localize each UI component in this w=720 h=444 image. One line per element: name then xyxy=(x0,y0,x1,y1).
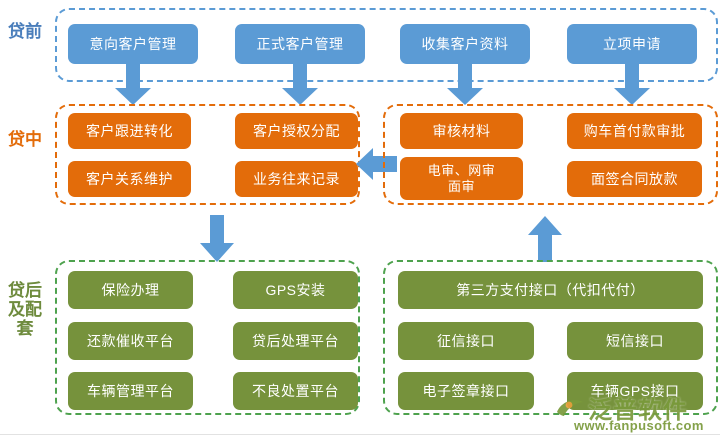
node-mid-right-2[interactable]: 购车首付款审批 xyxy=(567,113,702,149)
node-pre-2[interactable]: 正式客户管理 xyxy=(235,24,365,64)
node-post-right-wide[interactable]: 第三方支付接口（代扣代付） xyxy=(398,271,703,309)
node-post-right-4[interactable]: 车辆GPS接口 xyxy=(567,372,703,410)
stage-label-mid: 贷中 xyxy=(8,130,42,149)
node-post-left-2[interactable]: GPS安装 xyxy=(233,271,358,309)
bottom-divider xyxy=(0,434,720,435)
node-post-left-5[interactable]: 车辆管理平台 xyxy=(68,372,193,410)
node-mid-right-4[interactable]: 面签合同放款 xyxy=(567,161,702,197)
node-pre-3[interactable]: 收集客户资料 xyxy=(400,24,530,64)
arrow-mid-right-to-mid-left xyxy=(356,145,398,183)
panel-mid-right xyxy=(383,104,718,205)
arrow-pre-to-mid-2 xyxy=(280,62,320,106)
node-mid-left-4[interactable]: 业务往来记录 xyxy=(235,161,358,197)
node-post-right-1[interactable]: 征信接口 xyxy=(398,322,534,360)
node-mid-left-2[interactable]: 客户授权分配 xyxy=(235,113,358,149)
panel-post-right xyxy=(383,260,718,415)
node-post-left-3[interactable]: 还款催收平台 xyxy=(68,322,193,360)
panel-post-left xyxy=(55,260,360,415)
watermark-url: www.fanpusoft.com xyxy=(574,418,704,433)
arrow-post-to-mid xyxy=(526,215,564,263)
arrow-pre-to-mid-4 xyxy=(612,62,652,106)
panel-pre xyxy=(55,8,718,82)
node-post-right-3[interactable]: 电子签章接口 xyxy=(398,372,534,410)
arrow-pre-to-mid-1 xyxy=(113,62,153,106)
node-mid-right-3[interactable]: 电审、网审 面审 xyxy=(400,157,523,200)
arrow-pre-to-mid-3 xyxy=(445,62,485,106)
arrow-mid-to-post xyxy=(198,215,236,263)
node-pre-1[interactable]: 意向客户管理 xyxy=(68,24,198,64)
node-mid-right-1[interactable]: 审核材料 xyxy=(400,113,523,149)
node-mid-left-1[interactable]: 客户跟进转化 xyxy=(68,113,191,149)
stage-label-post: 贷后及配套 xyxy=(8,281,42,338)
panel-mid-left xyxy=(55,104,360,205)
stage-label-pre: 贷前 xyxy=(8,22,42,41)
node-mid-left-3[interactable]: 客户关系维护 xyxy=(68,161,191,197)
node-post-right-2[interactable]: 短信接口 xyxy=(567,322,703,360)
node-post-left-6[interactable]: 不良处置平台 xyxy=(233,372,358,410)
node-post-left-4[interactable]: 贷后处理平台 xyxy=(233,322,358,360)
node-pre-4[interactable]: 立项申请 xyxy=(567,24,697,64)
node-post-left-1[interactable]: 保险办理 xyxy=(68,271,193,309)
